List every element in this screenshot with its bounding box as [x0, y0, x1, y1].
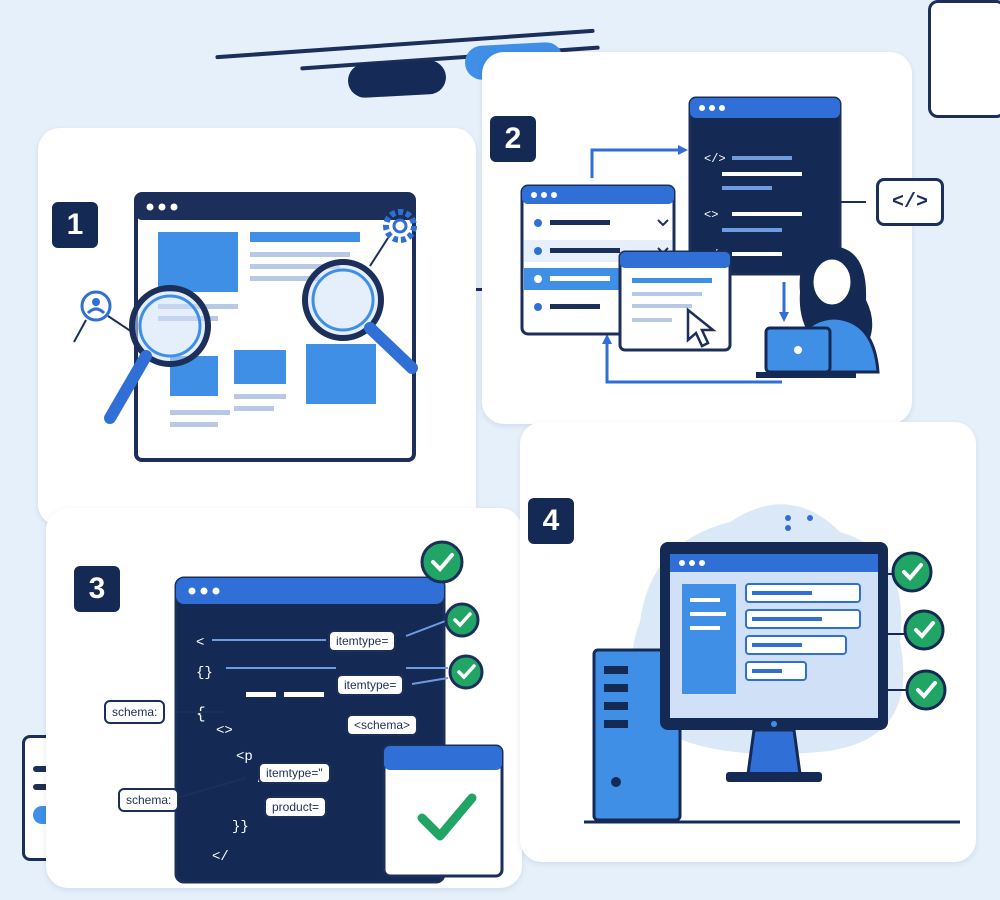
code-tag-chip: </> — [876, 178, 944, 226]
step-4-number: 4 — [528, 498, 574, 544]
code-tag-icon: </> — [891, 190, 928, 214]
step-1-illustration — [73, 192, 418, 462]
svg-text:</>: </> — [704, 152, 726, 166]
schema-tag: <schema> — [346, 714, 419, 736]
step-1-number: 1 — [52, 202, 98, 248]
svg-text:<p: <p — [236, 749, 253, 765]
itemtype-tag-1: itemtype= — [328, 630, 397, 652]
svg-text:{: { — [196, 705, 206, 723]
svg-text:{}: {} — [196, 665, 213, 681]
svg-text:<>: <> — [704, 208, 718, 222]
itemtype-tag-2: itemtype= — [336, 674, 405, 696]
svg-text:<: < — [196, 635, 204, 651]
step-2-number: 2 — [490, 116, 536, 162]
step-4-illustration — [584, 504, 960, 824]
edge-window-fragment — [928, 0, 1000, 118]
step-4-card: 4 — [520, 422, 976, 862]
header-pill-dark — [347, 59, 447, 99]
schema-chip-1: schema: — [104, 700, 166, 724]
svg-text:}}: }} — [232, 819, 249, 835]
schema-chip-2: schema: — [118, 788, 180, 812]
itemtype-tag-3: itemtype=" — [258, 762, 331, 784]
step-3-number: 3 — [74, 566, 120, 612]
svg-text:</: </ — [212, 849, 229, 865]
step-1-card: 1 — [38, 128, 476, 526]
product-tag: product= — [264, 796, 328, 818]
step-3-illustration: < {} { <> <p }} </ — [174, 540, 504, 884]
step-2-illustration: </> <> </> — [520, 96, 880, 384]
step-3-card: 3 < {} { <> <p }} </ — [46, 508, 522, 888]
svg-text:<>: <> — [216, 723, 233, 739]
step-2-card: 2 </> <> </> — [482, 52, 912, 424]
